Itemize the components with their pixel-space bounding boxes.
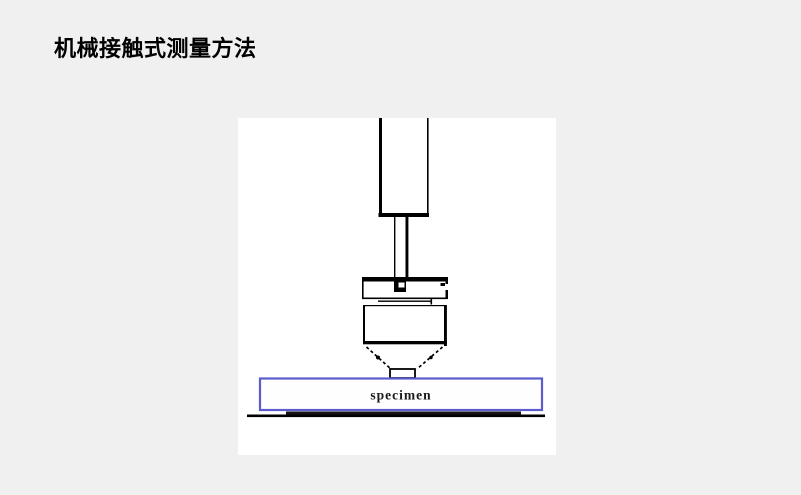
sensor-body: [363, 305, 447, 346]
stylus-shaft: [394, 217, 409, 277]
contact-measurement-diagram: specimen: [247, 118, 545, 418]
stylus-tip: [389, 368, 416, 379]
specimen-label: specimen: [370, 388, 431, 403]
diagram-panel: specimen: [238, 118, 556, 455]
mounting-collar: [362, 277, 449, 305]
base-plate: [286, 411, 521, 416]
page-title: 机械接触式测量方法: [54, 36, 257, 61]
probe-holder-column: [378, 118, 429, 217]
set-screw-icon: [394, 281, 406, 292]
specimen-box: [258, 377, 544, 412]
tapered-tip: [365, 346, 444, 370]
base-table-line: [247, 414, 545, 418]
keyway-notch: [440, 283, 449, 290]
